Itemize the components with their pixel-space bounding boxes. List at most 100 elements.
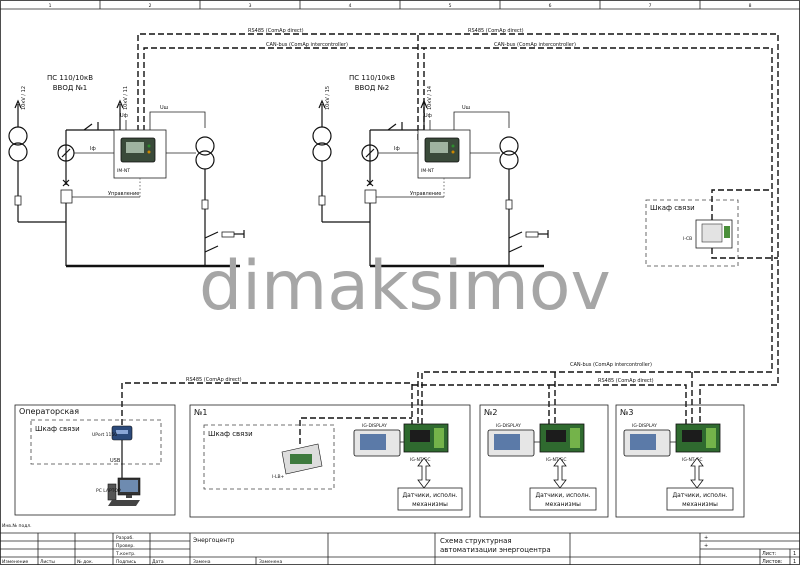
unit-3: №3 IG-DISPLAY IG-NT-GC Датчики, исполн. … — [615, 404, 745, 518]
unit-1: №1 Шкаф связи I-LB+ IG-DISPLAY IG-NT-GC … — [189, 404, 471, 518]
title-block: Инв.№ подл. Разраб. Провер. Т.контр. Изм… — [0, 523, 800, 565]
canbus-label: CAN-bus (ComAp intercontroller) — [266, 42, 348, 48]
column-number-strip: 1 2 3 4 5 6 7 8 — [49, 0, 752, 9]
stamp-organization: Энергоцентр — [193, 537, 235, 544]
drawing-title-line: Схема структурная — [440, 537, 512, 545]
column-number: 2 — [149, 3, 152, 9]
control-label: Управление — [410, 191, 441, 197]
lower-communication-lines: CAN-bus (ComAp intercontroller) RS485 (C… — [121, 362, 693, 425]
controller-model-label: IM-NT — [421, 168, 434, 174]
keyboard-icon — [108, 500, 140, 506]
operator-room: Операторская Шкаф связи UPort 1150 USB P… — [14, 404, 176, 516]
svg-text:+: + — [704, 535, 708, 541]
transformer-icon — [312, 126, 332, 146]
sensors-label: механизмы — [545, 501, 581, 508]
unit-cabinet-label: Шкаф связи — [208, 430, 253, 438]
controller-label: IG-NT-GC — [546, 457, 567, 463]
column-number: 6 — [549, 3, 552, 9]
stamp-column-label: № док. — [77, 559, 93, 565]
substation-1: ПС 110/10кВ ВВОД №1 10кV / 12 10кV / 11 … — [8, 74, 245, 268]
breaker-drive — [60, 189, 73, 204]
usb-label: USB — [110, 458, 121, 464]
stamp-column-label: Листы — [40, 559, 55, 565]
sensors-box — [666, 487, 734, 511]
substation-subtitle: ВВОД №2 — [355, 84, 390, 92]
stamp-column-label: Подпись — [116, 559, 137, 565]
rs485-label: RS485 (ComAp direct) — [248, 28, 304, 34]
column-number: 8 — [749, 3, 752, 9]
rs485-label: RS485 (ComAp direct) — [598, 378, 654, 384]
canbus-label: CAN-bus (ComAp intercontroller) — [570, 362, 652, 368]
sheets-label: Листов: — [762, 559, 783, 565]
stamp-row-label: Разраб. — [116, 535, 134, 541]
svg-text:+: + — [704, 543, 708, 549]
sheet-value: 1 — [793, 551, 796, 557]
canbus-label: CAN-bus (ComAp intercontroller) — [494, 42, 576, 48]
transformer-icon — [8, 126, 28, 146]
substation-subtitle: ВВОД №1 — [53, 84, 88, 92]
voltage-transformer-icon — [499, 136, 519, 156]
feeder-label: 10кV / 11 — [123, 86, 129, 110]
phase-voltage-label: Uф — [424, 113, 432, 119]
feeder-label: 10кV / 15 — [325, 86, 331, 110]
stamp-side-label: Инв.№ подл. — [2, 523, 32, 529]
controller-label: IG-NT-GC — [410, 457, 431, 463]
breaker-drive — [364, 189, 377, 204]
substation-title: ПС 110/10кВ — [47, 74, 93, 82]
i-cb-label: I-CB — [683, 236, 692, 242]
display-label: IG-DISPLAY — [496, 423, 521, 429]
sensors-label: механизмы — [412, 501, 448, 508]
fuse-icon — [318, 195, 326, 206]
column-number: 1 — [49, 3, 52, 9]
sheet-label: Лист: — [762, 551, 777, 557]
stamp-column-label: Изменение — [2, 559, 28, 565]
top-canbus-line: CAN-bus (ComAp intercontroller) CAN-bus … — [143, 42, 773, 425]
sensors-label: Датчики, исполн. — [402, 492, 457, 499]
feeder-label: 10кV / 12 — [21, 86, 27, 110]
top-rs485-line: RS485 (ComAp direct) RS485 (ComAp direct… — [137, 28, 779, 425]
substation-2: ПС 110/10кВ ВВОД №2 10кV / 15 10кV / 14 … — [312, 74, 549, 268]
column-number: 7 — [649, 3, 652, 9]
router-label: I-LB+ — [272, 474, 285, 480]
operator-room-title: Операторская — [19, 407, 79, 416]
stamp-row-label: Провер. — [116, 543, 135, 549]
sensors-label: Датчики, исполн. — [672, 492, 727, 499]
unit-title: №3 — [620, 408, 633, 417]
unit-title: №1 — [194, 408, 207, 417]
column-number: 4 — [349, 3, 352, 9]
operator-cabinet-label: Шкаф связи — [35, 425, 80, 433]
unit-2: №2 IG-DISPLAY IG-NT-GC Датчики, исполн. … — [479, 404, 609, 518]
converter-label: UPort 1150 — [92, 432, 117, 438]
phase-voltage-label: Uф — [120, 113, 128, 119]
column-number: 3 — [249, 3, 252, 9]
sensors-box — [397, 487, 463, 511]
current-signal-label: Iф — [90, 146, 96, 152]
sensors-label: Датчики, исполн. — [535, 492, 590, 499]
watermark-text: dimaksimov — [199, 247, 611, 326]
display-label: IG-DISPLAY — [632, 423, 657, 429]
fuse-icon — [14, 195, 22, 206]
stamp-row-label: Т.контр. — [115, 551, 136, 557]
stamp-column-label: Замена — [193, 559, 211, 565]
control-label: Управление — [108, 191, 139, 197]
substation-title: ПС 110/10кВ — [349, 74, 395, 82]
stamp-column-label: Заменена — [259, 559, 282, 565]
stamp-column-label: Дата — [152, 559, 164, 565]
bus-voltage-label: Uш — [462, 105, 471, 111]
comm-cabinet: Шкаф связи I-CB — [645, 189, 778, 267]
voltage-transformer-icon — [195, 136, 215, 156]
controller-label: IG-NT-GC — [682, 457, 703, 463]
column-number: 5 — [449, 3, 452, 9]
comm-cabinet-label: Шкаф связи — [650, 204, 695, 212]
unit-title: №2 — [484, 408, 497, 417]
rs485-label: RS485 (ComAp direct) — [186, 377, 242, 383]
drawing-title-line: автоматизации энергоцентра — [440, 546, 551, 554]
display-label: IG-DISPLAY — [362, 423, 387, 429]
controller-model-label: IM-NT — [117, 168, 130, 174]
sheets-value: 1 — [793, 559, 796, 565]
current-signal-label: Iф — [394, 146, 400, 152]
pc-label: PC LAPTOP — [96, 488, 121, 494]
bus-voltage-label: Uш — [160, 105, 169, 111]
